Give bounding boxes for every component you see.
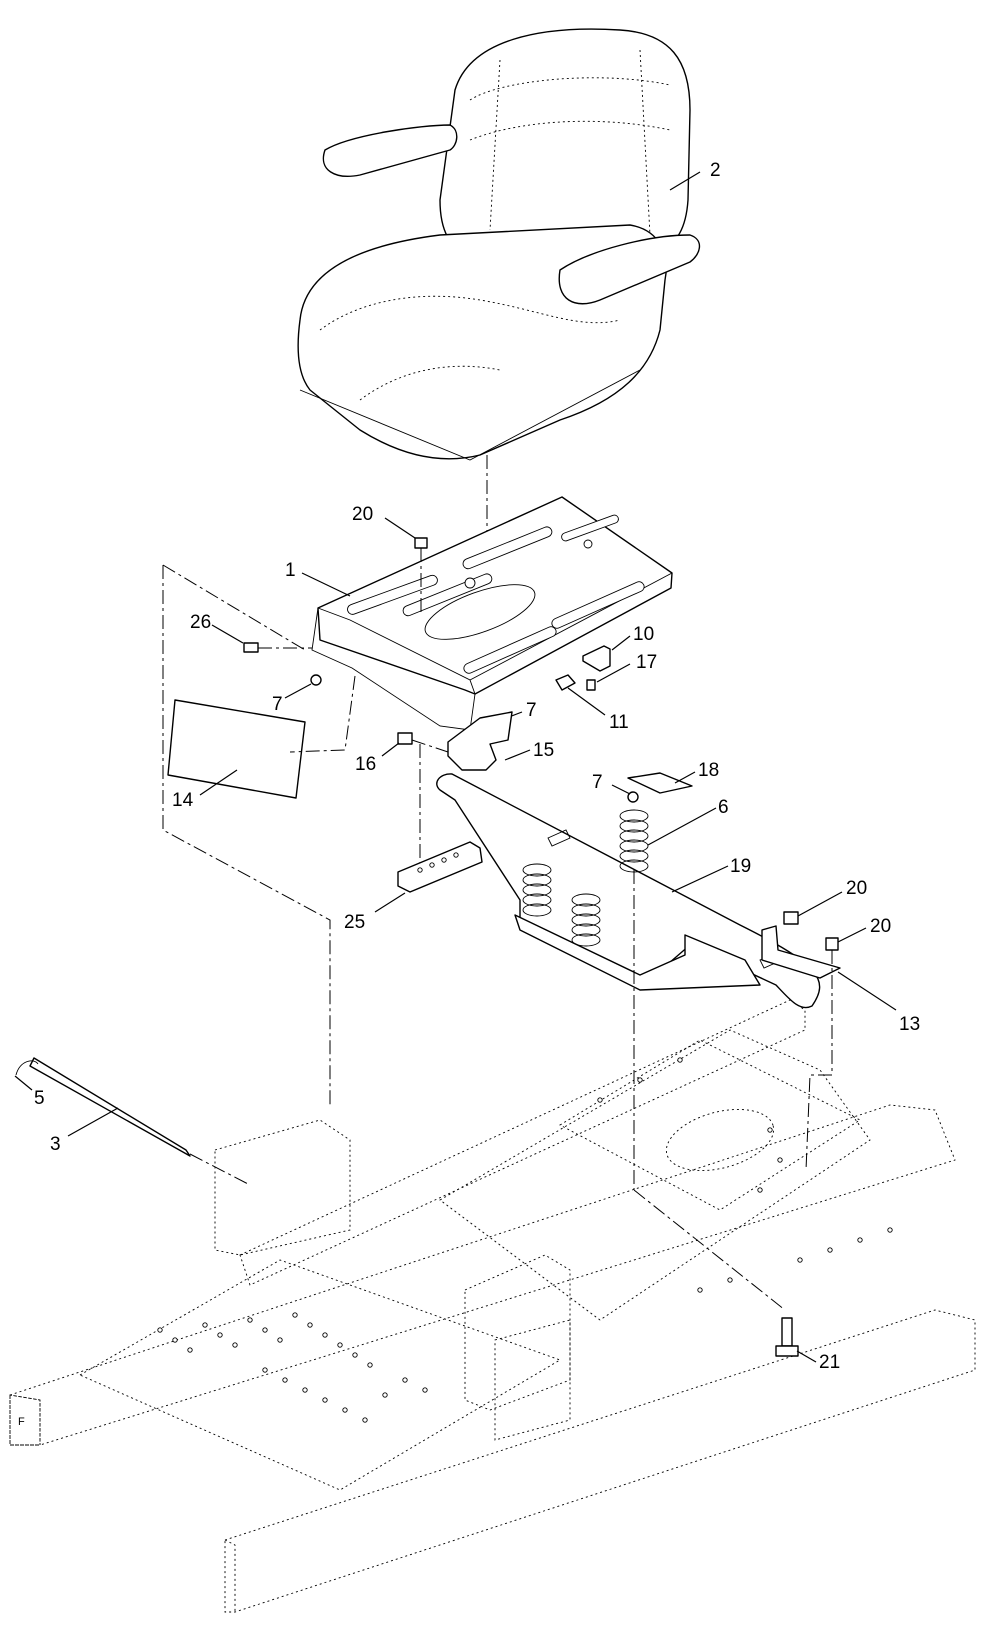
seat-pan (311, 496, 673, 731)
suspension-19 (436, 773, 821, 1190)
bolt-21 (775, 1317, 799, 1357)
leader-15 (504, 749, 531, 761)
rod-3 (15, 1057, 251, 1186)
callout-13: 13 (899, 1014, 920, 1035)
bracket-25 (397, 841, 483, 893)
chassis-frame: F (9, 999, 976, 1613)
latch-15 (447, 711, 513, 771)
leader-3 (67, 1107, 119, 1137)
leader-26 (211, 624, 244, 644)
leader-10 (611, 635, 631, 651)
leader-18 (674, 771, 696, 784)
callout-10: 10 (633, 624, 654, 645)
callout-7c: 7 (592, 772, 603, 793)
leader-1 (301, 572, 351, 597)
callout-5: 5 (34, 1088, 45, 1109)
leader-20c (837, 927, 867, 943)
callout-11: 11 (609, 712, 629, 733)
bracket-10 (555, 645, 611, 691)
callout-7a: 7 (272, 694, 283, 715)
callout-16: 16 (355, 754, 376, 775)
bolt-16 (397, 732, 449, 880)
leader-6 (647, 807, 717, 846)
callout-20c: 20 (870, 916, 891, 937)
callout-20a: 20 (352, 504, 373, 525)
callout-25: 25 (344, 912, 365, 933)
leader-20a (384, 517, 416, 539)
callout-2: 2 (710, 160, 721, 181)
leader-2 (669, 171, 701, 191)
callout-17: 17 (636, 652, 657, 673)
leader-7a (284, 683, 312, 699)
leader-19 (671, 865, 729, 893)
callout-19: 19 (730, 856, 751, 877)
leader-20b (797, 891, 843, 917)
leader-13 (837, 971, 897, 1011)
frame-end-mark: F (18, 1416, 25, 1428)
bracket-13 (761, 911, 841, 1171)
bolt-20-top (414, 537, 428, 612)
callout-18: 18 (698, 760, 719, 781)
leader-25 (374, 892, 406, 913)
callout-26: 26 (190, 612, 211, 633)
callout-3: 3 (50, 1134, 61, 1155)
callout-1: 1 (285, 560, 296, 581)
leader-16 (381, 742, 400, 757)
leader-7c (611, 784, 631, 795)
knob-26 (243, 642, 312, 653)
decal-14 (167, 699, 306, 799)
callout-20b: 20 (846, 878, 867, 899)
leader-17 (596, 663, 631, 683)
leader-14 (199, 769, 238, 796)
leader-5 (14, 1075, 33, 1091)
callout-14: 14 (172, 790, 194, 811)
callout-6: 6 (718, 797, 729, 818)
callout-15: 15 (533, 740, 554, 761)
decal-18 (627, 772, 693, 794)
leader-21 (796, 1350, 817, 1363)
callout-21: 21 (819, 1352, 840, 1373)
callout-7b: 7 (526, 700, 537, 721)
leader-11 (567, 687, 606, 716)
seat-assembly (297, 28, 701, 461)
